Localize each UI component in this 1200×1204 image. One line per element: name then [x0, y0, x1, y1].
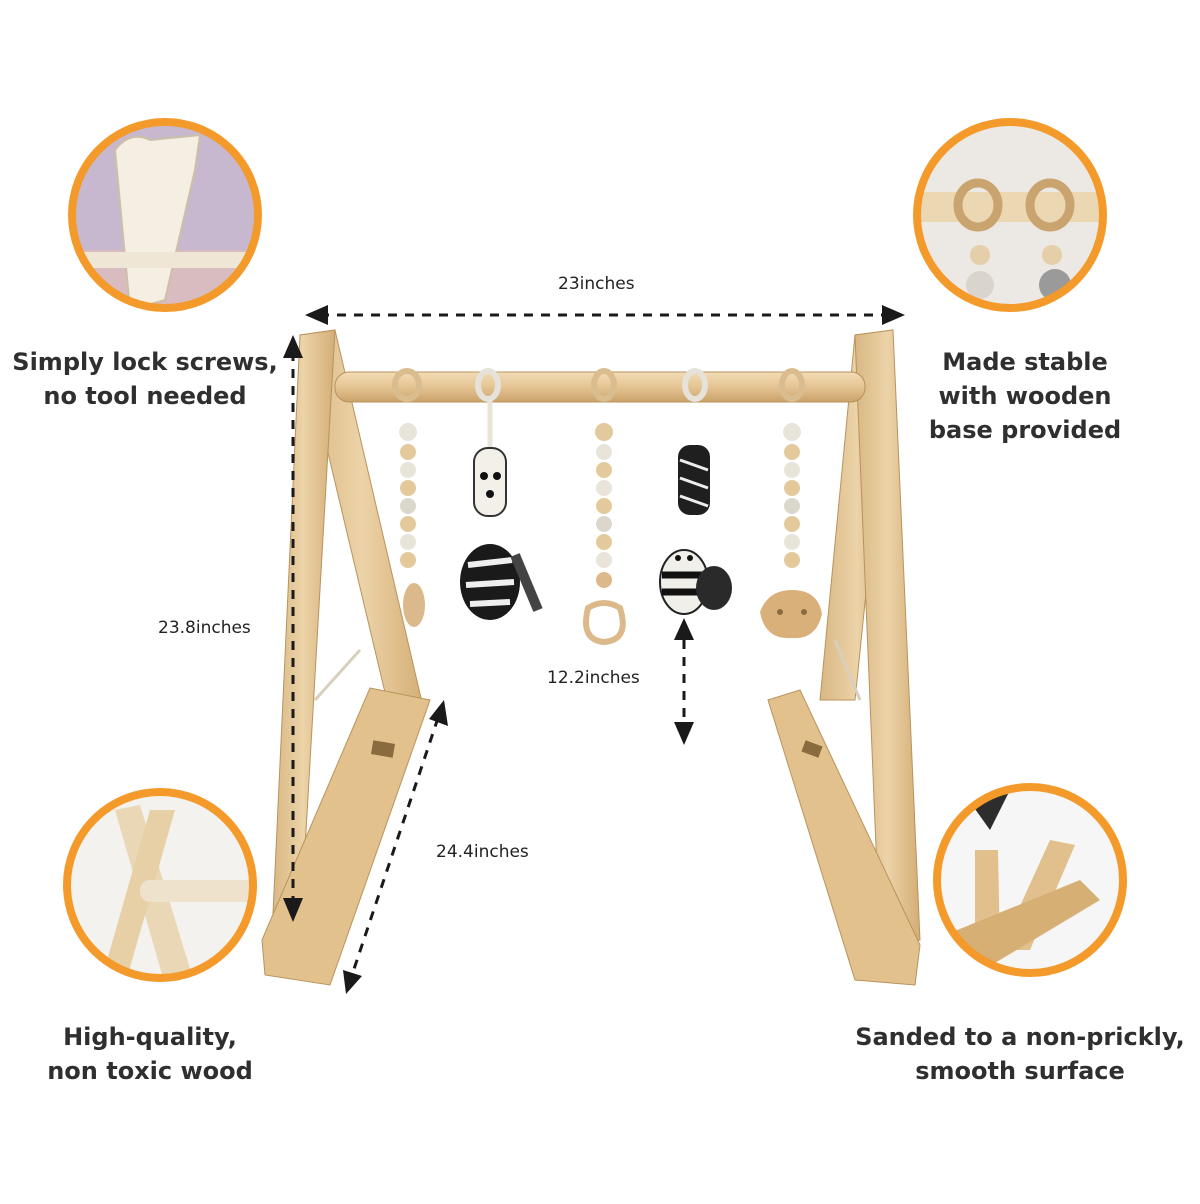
hanging-toy-1 [392, 368, 425, 627]
left-frame [261, 329, 431, 986]
depth-arrow-line [350, 717, 440, 976]
width-dimension-label: 23inches [558, 274, 635, 294]
hanging-toy-5 [760, 368, 822, 639]
arrowhead-clear-up [674, 618, 694, 640]
arrowhead-clear-down [674, 722, 694, 745]
arrowheads [283, 305, 905, 994]
hanging-toy-4 [659, 368, 732, 615]
arrowhead-up [283, 335, 303, 358]
arrowhead-right [882, 305, 905, 325]
right-frame [767, 329, 921, 986]
detail-circle-base [913, 118, 1107, 312]
arrowhead-depth-down [343, 970, 362, 994]
arrowhead-depth-up [429, 700, 448, 726]
detail-circle-screws [68, 118, 262, 312]
arrowhead-down [283, 898, 303, 922]
hanging-toy-2 [460, 368, 543, 620]
caption-screws: Simply lock screws, no tool needed [12, 348, 278, 410]
hanging-toy-3 [583, 368, 626, 646]
arrowhead-left [305, 305, 328, 325]
clearance-dimension-label: 12.2inches [547, 668, 640, 688]
caption-surface: Sanded to a non-prickly, smooth surface [855, 1023, 1185, 1085]
detail-circle-surface [933, 783, 1127, 977]
height-dimension-label: 23.8inches [158, 618, 251, 638]
caption-wood: High-quality, non toxic wood [47, 1023, 253, 1085]
depth-dimension-label: 24.4inches [436, 842, 529, 862]
detail-circle-wood [63, 788, 257, 982]
dimension-arrows [291, 313, 885, 976]
caption-base: Made stable with wooden base provided [928, 348, 1122, 444]
